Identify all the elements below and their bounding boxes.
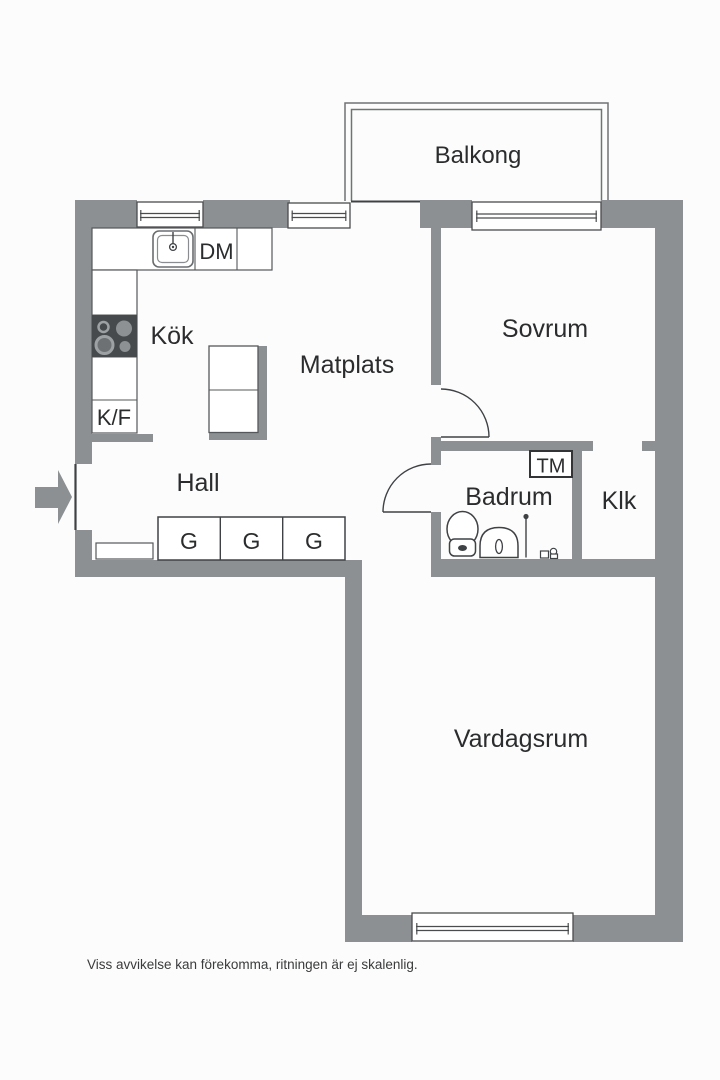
label-balkong: Balkong [435, 142, 522, 169]
label-sovrum: Sovrum [502, 315, 588, 343]
wall-hall-bottom [75, 560, 362, 577]
washbasin-icon [479, 526, 519, 559]
label-klk: Klk [602, 487, 637, 515]
shoe-cabinet [95, 542, 154, 560]
shower-rail-icon [523, 513, 529, 558]
label-washing-machine: TM [537, 456, 566, 478]
walls [75, 200, 683, 942]
balcony-outline [344, 102, 609, 201]
disclaimer-text: Viss avvikelse kan förekomma, ritningen … [87, 957, 418, 972]
room-labels: Balkong Sovrum Matplats Kök Hall Badrum … [150, 142, 636, 753]
wall-bathroom-bottom [431, 559, 655, 577]
wall-left-upper [75, 200, 92, 464]
fixture-labels: DM K/F TM G G G [97, 239, 566, 554]
bedroom-window [471, 201, 602, 231]
wall-bathroom-closet-divider [572, 451, 582, 560]
dining-window [287, 202, 351, 229]
label-wardrobe-3: G [305, 528, 323, 554]
wall-top-2 [203, 200, 290, 228]
kitchen-counter-top-dividers [194, 228, 238, 270]
label-fridge-freezer: K/F [97, 405, 131, 430]
label-vardagsrum: Vardagsrum [454, 725, 588, 753]
windows [136, 201, 602, 942]
balcony-outer-rail [344, 102, 609, 201]
floor-drain-icon [539, 547, 559, 560]
label-kok: Kök [150, 322, 194, 350]
label-dishwasher: DM [199, 239, 233, 264]
label-wardrobe-2: G [243, 528, 261, 554]
livingroom-window [411, 912, 574, 942]
bathroom-door [382, 463, 432, 513]
washing-machine-box [529, 450, 573, 478]
wall-bathroom-west [431, 512, 441, 560]
wall-kitchen-ledge [92, 434, 153, 442]
wall-top-pier [420, 200, 472, 228]
kitchen-island [208, 345, 267, 440]
wall-bottom-1 [345, 915, 412, 942]
wall-livingroom-west [345, 560, 362, 942]
label-hall: Hall [176, 469, 219, 497]
kitchen-sink [152, 230, 194, 268]
wall-bathroom-top [431, 441, 593, 451]
wall-closet-stub [642, 441, 655, 451]
bedroom-door [440, 388, 490, 438]
entry-arrow-icon [35, 470, 72, 524]
hall-fittings [95, 516, 346, 561]
bathroom-fittings [446, 450, 573, 560]
label-matplats: Matplats [300, 351, 394, 379]
wardrobe-row [157, 516, 346, 561]
stove-icon [92, 315, 137, 357]
toilet-icon [446, 510, 479, 557]
kitchen-fittings [91, 227, 273, 440]
kitchen-window [136, 201, 204, 228]
label-badrum: Badrum [465, 483, 553, 511]
doors [35, 200, 490, 530]
balcony-inner-rail [350, 108, 603, 201]
label-wardrobe-1: G [180, 528, 198, 554]
wall-bedroom-divider [431, 228, 441, 385]
wall-right [655, 200, 683, 942]
